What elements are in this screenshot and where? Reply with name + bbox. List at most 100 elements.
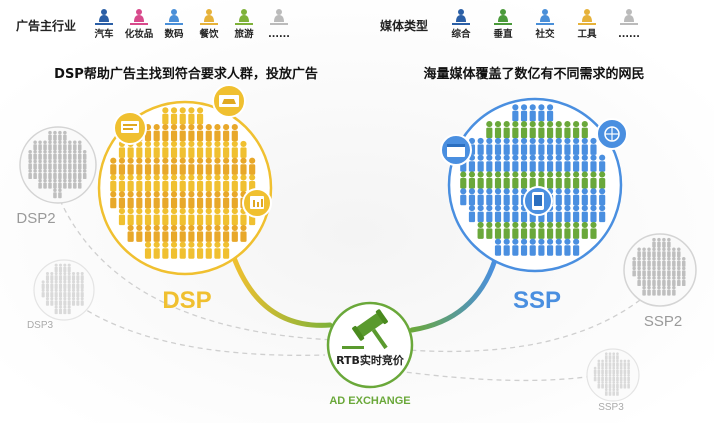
person-icon — [529, 171, 536, 189]
person-icon — [468, 205, 476, 223]
media-category-1: 垂直 — [493, 9, 513, 40]
person-icon — [162, 140, 169, 158]
category-underline — [235, 23, 253, 25]
person-icon — [214, 174, 221, 192]
person-icon — [555, 154, 562, 172]
person-icon — [604, 373, 608, 382]
person-icon — [555, 221, 562, 239]
person-icon — [573, 171, 580, 189]
person-icon — [197, 107, 204, 125]
person-icon — [188, 241, 195, 259]
ad-exchange-label: AD EXCHANGE — [329, 395, 410, 407]
person-icon — [540, 9, 550, 22]
category-label: ...... — [618, 29, 640, 40]
person-icon — [637, 266, 641, 277]
person-icon — [623, 359, 627, 367]
person-icon — [136, 208, 143, 226]
person-icon — [48, 178, 52, 189]
person-icon — [608, 352, 612, 360]
person-icon — [82, 150, 87, 160]
person-icon — [604, 359, 608, 367]
link-dsp2 — [59, 199, 336, 341]
person-icon — [197, 241, 204, 259]
person-icon — [162, 191, 169, 209]
person-icon — [231, 157, 238, 175]
person-icon — [672, 257, 676, 267]
person-icon — [468, 188, 476, 206]
person-icon — [231, 191, 238, 209]
gavel-icon — [352, 309, 388, 350]
person-icon — [590, 188, 597, 206]
person-icon — [240, 157, 247, 175]
person-icon — [38, 150, 42, 160]
person-icon — [110, 191, 117, 209]
person-icon — [82, 169, 87, 179]
person-icon — [677, 247, 681, 258]
person-icon — [58, 130, 62, 141]
person-icon — [48, 130, 52, 141]
person-icon — [54, 280, 58, 289]
person-icon — [647, 285, 651, 296]
person-icon — [136, 174, 143, 192]
person-icon — [632, 257, 636, 267]
person-icon — [48, 159, 52, 170]
person-icon — [58, 159, 62, 170]
person-icon — [477, 205, 484, 223]
person-icon — [50, 272, 54, 281]
person-icon — [538, 154, 545, 172]
person-icon — [616, 352, 619, 360]
person-icon — [110, 157, 117, 175]
person-icon — [601, 373, 604, 382]
person-icon — [214, 157, 221, 175]
person-icon — [677, 257, 681, 267]
dsp3-label: DSP3 — [27, 320, 54, 331]
person-icon — [460, 171, 467, 189]
person-icon — [597, 373, 601, 382]
person-icon — [188, 191, 195, 209]
category-label: 垂直 — [493, 28, 513, 40]
person-icon — [144, 224, 152, 242]
person-icon — [662, 237, 666, 248]
person-icon — [53, 159, 57, 170]
person-icon — [170, 224, 178, 242]
person-icon — [38, 159, 42, 170]
person-icon — [604, 352, 608, 360]
person-icon — [197, 208, 204, 226]
person-icon — [53, 140, 57, 151]
person-icon — [494, 188, 502, 206]
advertiser-category-5: ...... — [268, 9, 290, 40]
person-icon — [162, 124, 169, 142]
person-icon — [608, 388, 612, 396]
person-icon — [170, 174, 178, 192]
person-icon — [494, 154, 502, 172]
person-icon — [573, 188, 580, 206]
person-icon — [188, 157, 195, 175]
person-icon — [240, 224, 247, 242]
person-icon — [63, 169, 67, 179]
person-icon — [581, 171, 588, 189]
category-label: ...... — [268, 29, 290, 40]
person-icon — [170, 107, 178, 125]
person-icon — [657, 247, 661, 258]
person-icon — [127, 208, 134, 226]
media-category-3: 工具 — [577, 9, 597, 40]
person-icon — [642, 257, 646, 267]
dsp2-label: DSP2 — [16, 210, 55, 227]
person-icon — [616, 359, 619, 367]
person-icon — [486, 121, 493, 139]
person-icon — [50, 280, 54, 289]
person-icon — [223, 124, 230, 142]
person-icon — [48, 140, 52, 151]
person-icon — [41, 280, 45, 289]
person-icon — [197, 140, 204, 158]
person-icon — [153, 157, 160, 175]
person-icon — [231, 224, 238, 242]
advertiser-category-3: 餐饮 — [198, 9, 219, 40]
ssp3-label: SSP3 — [598, 402, 624, 413]
person-icon — [662, 247, 666, 258]
person-icon — [672, 266, 676, 277]
person-icon — [110, 174, 117, 192]
person-icon — [581, 205, 588, 223]
person-icon — [529, 104, 536, 122]
person-icon — [555, 121, 562, 139]
